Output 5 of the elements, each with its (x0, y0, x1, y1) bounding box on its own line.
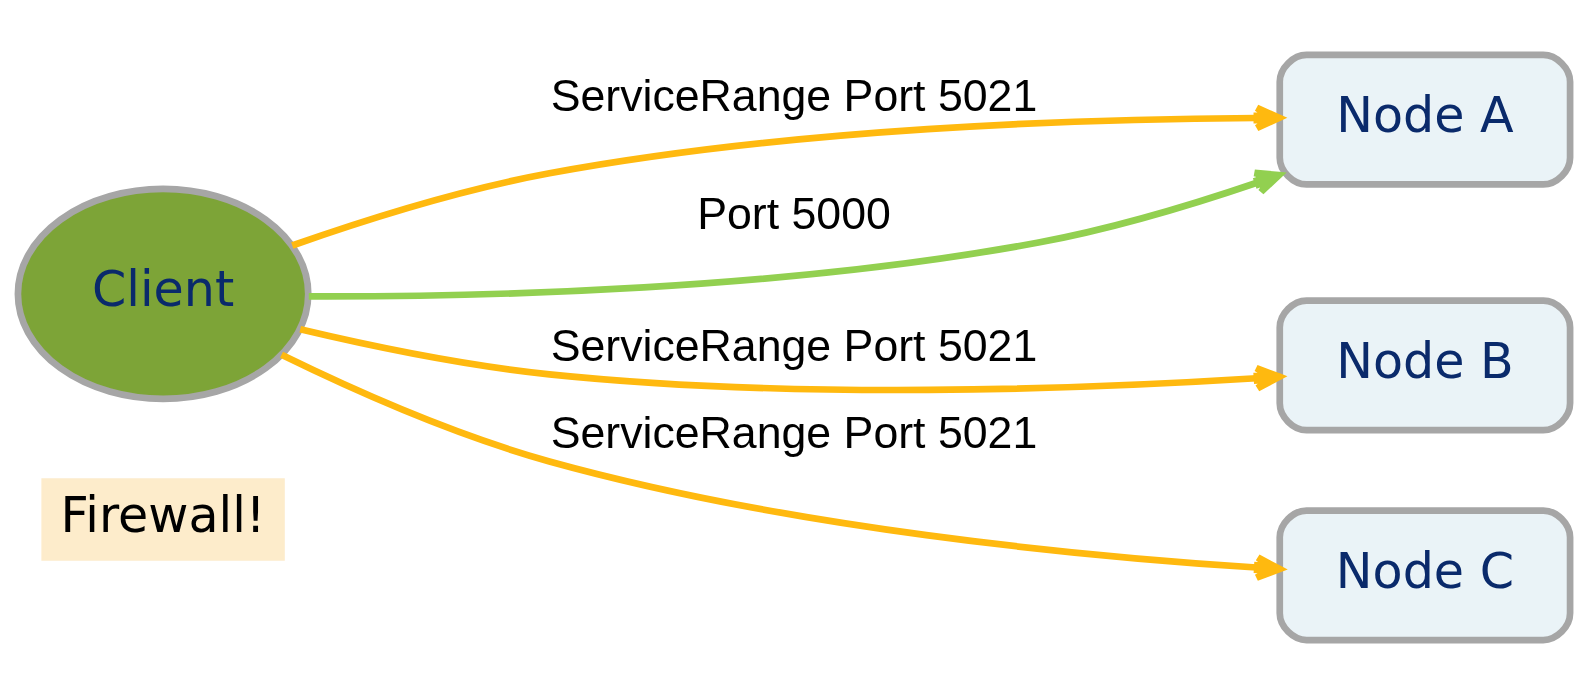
node-ellipse: Client (14, 185, 312, 402)
node-box: Node C (1276, 506, 1574, 643)
node-box: Node A (1276, 51, 1574, 188)
node-box: Node B (1276, 296, 1574, 433)
node-box: Firewall! (41, 477, 285, 561)
